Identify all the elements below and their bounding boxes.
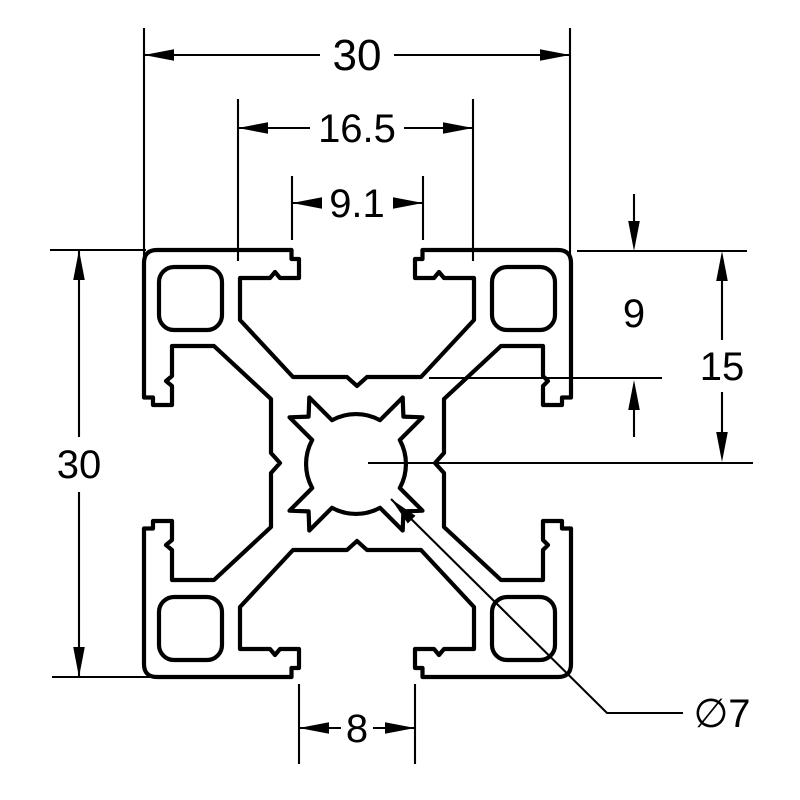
arrowhead: [73, 647, 85, 677]
arrowhead: [716, 432, 728, 462]
dim-opening-label: 8: [346, 707, 368, 751]
dim-bore-label: ∅7: [693, 692, 750, 736]
arrowhead: [292, 197, 322, 209]
arrowhead: [238, 122, 268, 134]
profile-outline: [141, 247, 574, 680]
arrowhead: [144, 49, 174, 61]
dim-center-offset-label: 15: [700, 345, 745, 389]
arrowhead: [385, 722, 415, 734]
corner-hole-bottom-left: [156, 594, 225, 663]
dim-slot-depth-label: 9: [623, 292, 645, 336]
dim-cavity-width-label: 16.5: [318, 107, 396, 151]
arrowhead: [540, 49, 570, 61]
corner-hole-top-right: [489, 264, 558, 333]
arrowhead: [73, 250, 85, 280]
dim-mouth-width-label: 9.1: [329, 182, 385, 226]
arrowhead: [443, 122, 473, 134]
dim-height-label: 30: [57, 443, 102, 487]
leader-line-bore: [390, 498, 683, 715]
arrowhead: [393, 197, 423, 209]
arrowhead: [299, 722, 329, 734]
dim-width-label: 30: [333, 31, 382, 80]
corner-hole-bottom-right: [489, 594, 558, 663]
corner-hole-top-left: [156, 264, 225, 333]
leader-arrowhead: [391, 499, 416, 524]
center-bore-outline: [287, 395, 425, 533]
arrowhead: [628, 380, 640, 410]
arrowhead: [716, 251, 728, 281]
arrowhead: [628, 221, 640, 251]
